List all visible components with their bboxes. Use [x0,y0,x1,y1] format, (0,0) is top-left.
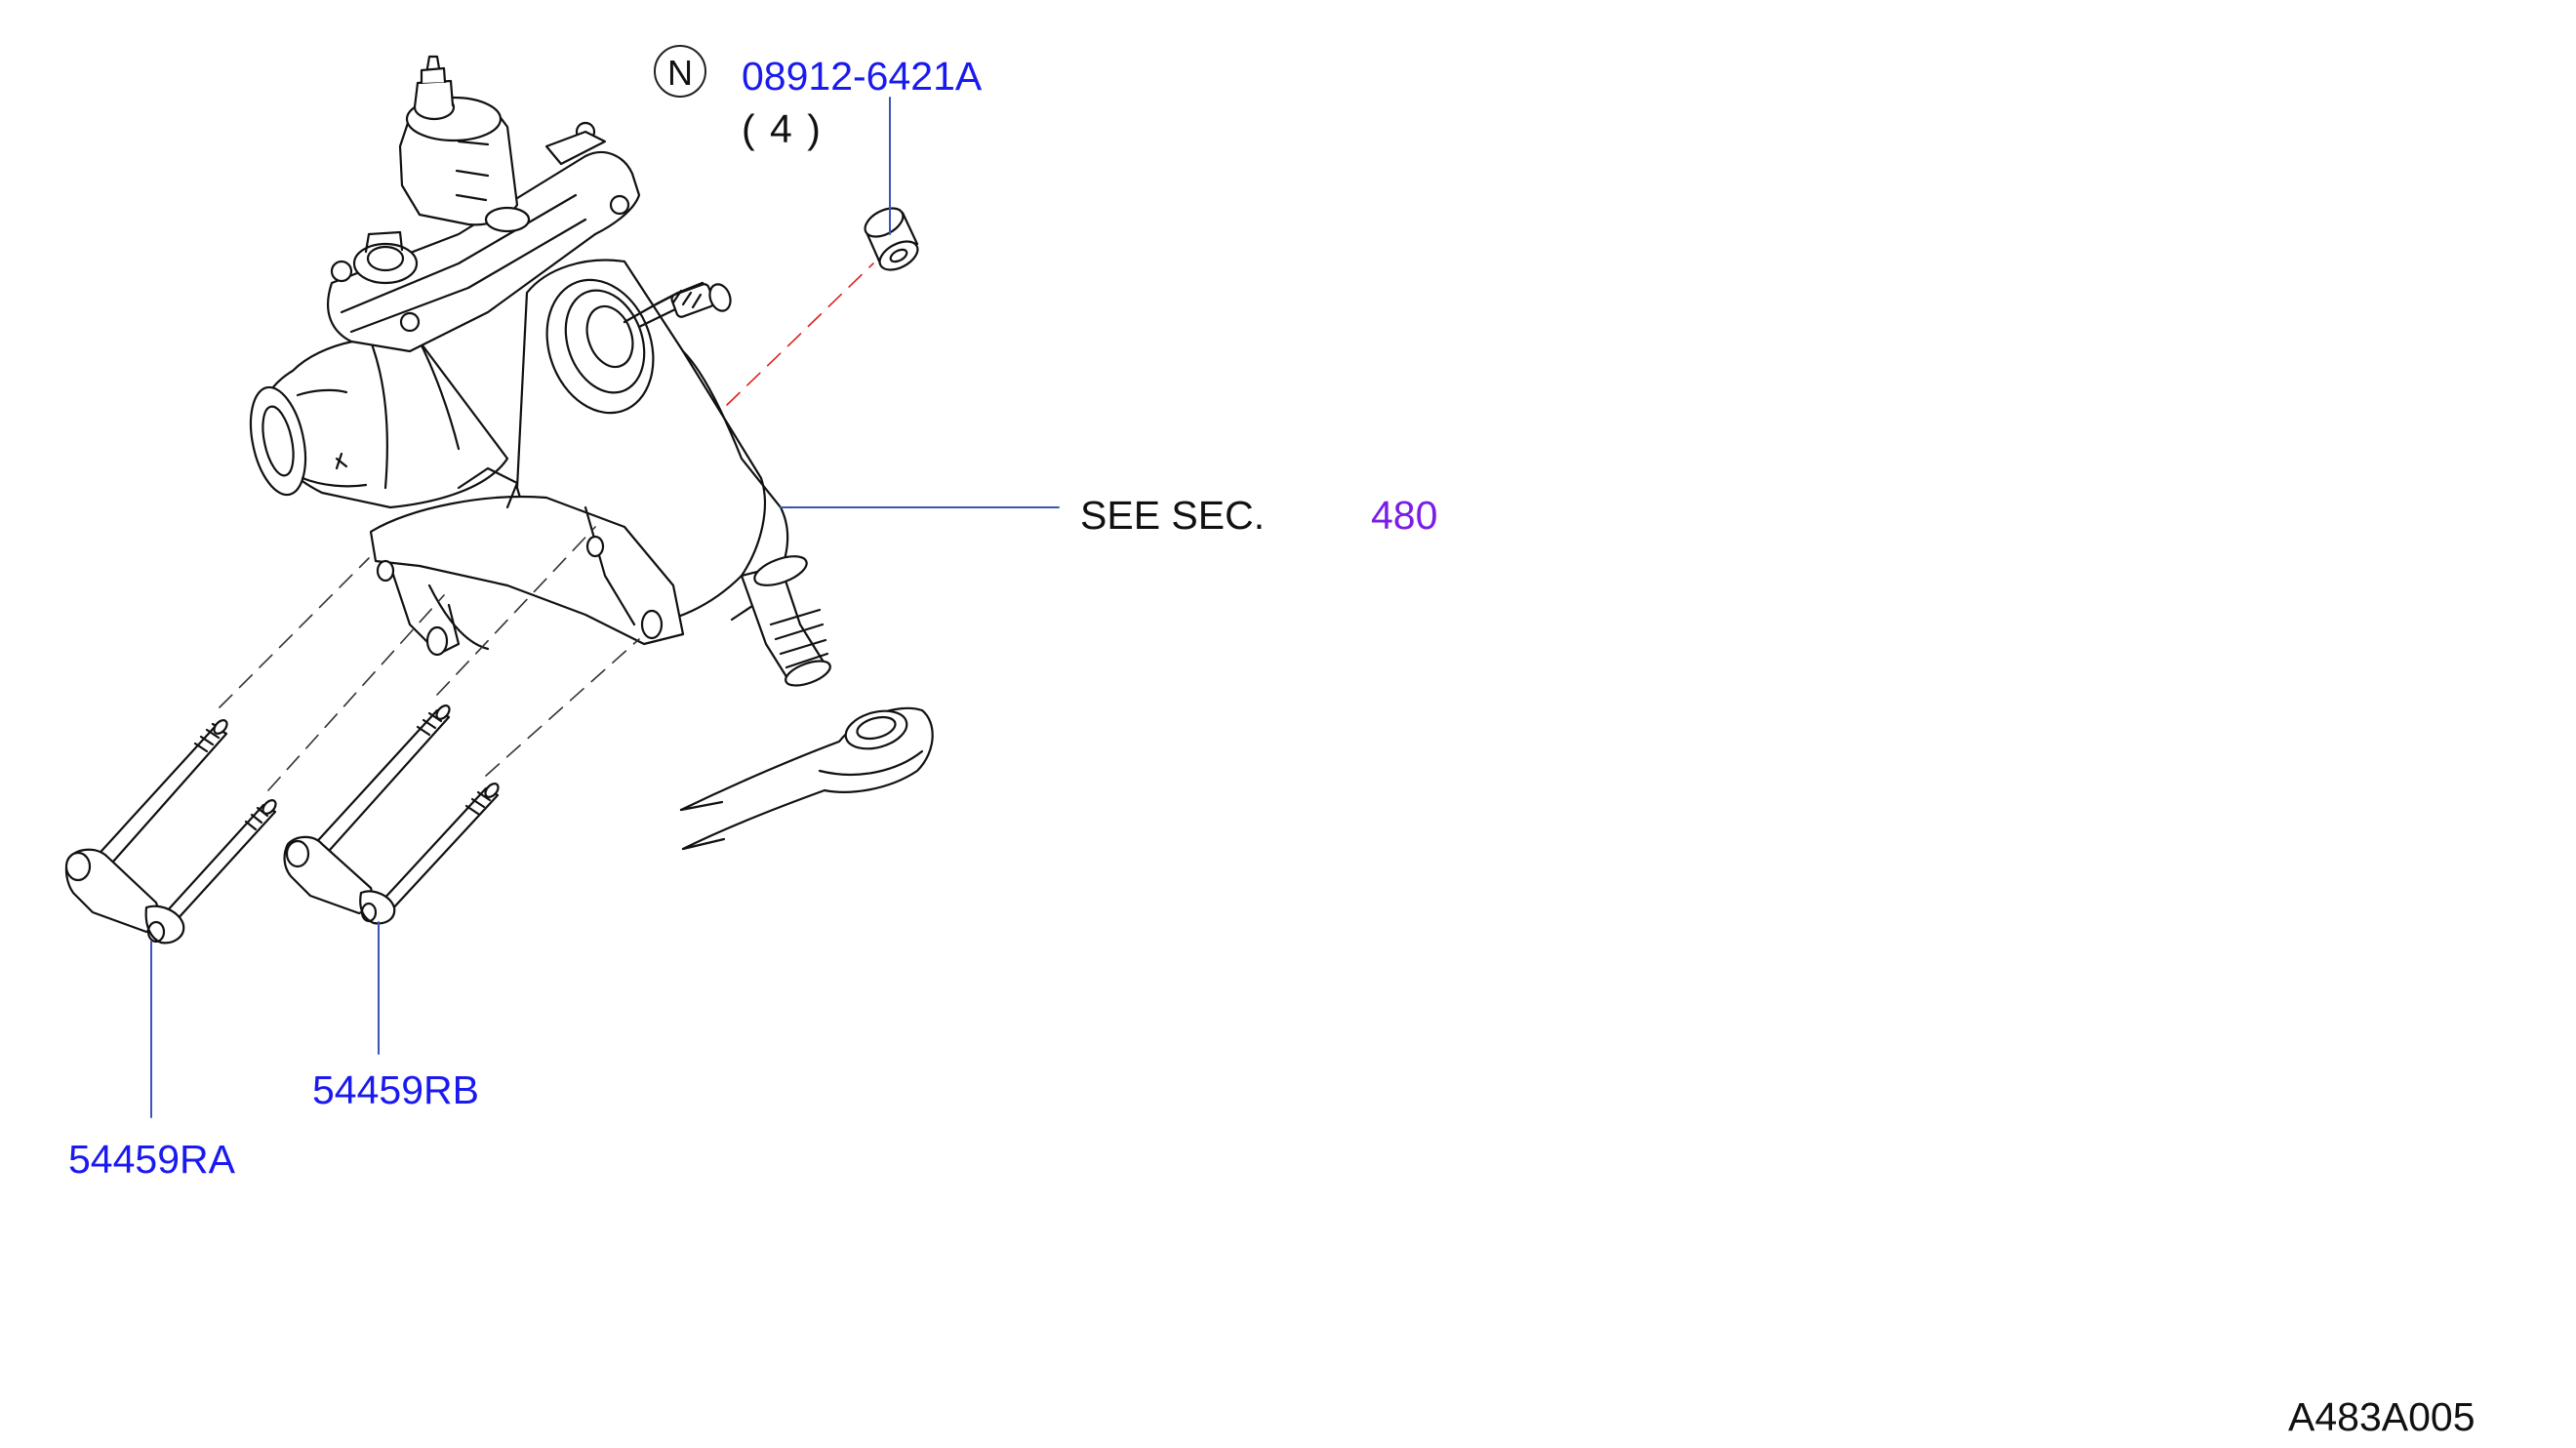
leader-lines [150,97,1060,1118]
bolt-54459ra [64,719,277,945]
part-number-54459rb[interactable]: 54459RB [312,1067,479,1112]
part-number-08912-6421a[interactable]: 08912-6421A [742,54,983,99]
quantity-08912-6421a: ( 4 ) [742,106,823,151]
section-link-480[interactable]: 480 [1371,493,1438,538]
figure-id: A483A005 [2288,1394,2475,1439]
assembly-phantom-lines [219,262,874,791]
bolt-54459rb [283,704,500,925]
notice-badge-n: N [654,45,706,98]
mounting-flange [369,466,685,657]
input-shaft [398,55,531,233]
valve-body [327,121,641,353]
pitman-arm [679,706,934,851]
part-number-54459ra[interactable]: 54459RA [68,1137,235,1182]
see-section-prefix: SEE SEC. [1080,493,1266,538]
gear-housing-cylinder [249,337,509,509]
washer-08912-6421a [864,207,919,271]
sector-shaft-stub [740,555,831,687]
